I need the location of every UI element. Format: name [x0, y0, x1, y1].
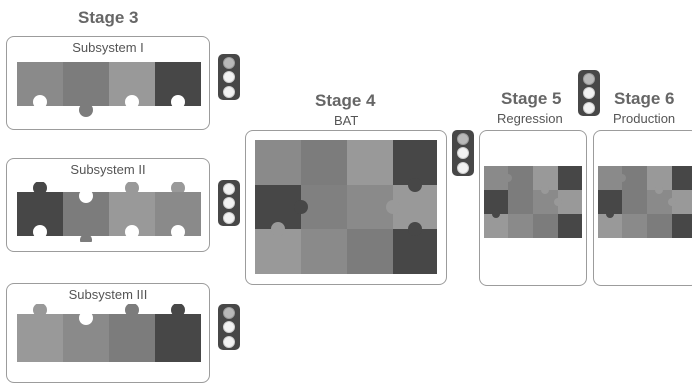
subsystem-2-puzzle-icon	[17, 182, 201, 242]
stage-4-title: Stage 4	[315, 91, 376, 110]
traffic-light-icon	[452, 130, 474, 176]
stage-5-title: Stage 5	[501, 89, 562, 108]
bulb-icon	[223, 197, 235, 209]
bulb-icon	[457, 161, 469, 174]
bulb-icon	[223, 85, 235, 98]
bulb-icon	[583, 87, 595, 99]
bulb-icon	[583, 101, 595, 114]
bulb-icon	[223, 306, 235, 319]
subsystem-2-label: Subsystem II	[70, 162, 146, 177]
traffic-light-icon	[218, 304, 240, 350]
stage-4-subtitle: BAT	[334, 113, 359, 128]
subsystem-1-puzzle-icon	[17, 62, 201, 117]
traffic-light-icon	[578, 70, 600, 116]
bulb-icon	[223, 182, 235, 195]
traffic-light-icon	[218, 180, 240, 226]
stage-5-puzzle-icon	[484, 166, 582, 238]
bulb-icon	[457, 132, 469, 145]
bulb-icon	[223, 56, 235, 69]
stage-6-subtitle: Production	[613, 111, 676, 126]
bulb-icon	[223, 211, 235, 224]
subsystem-3-puzzle-icon	[17, 304, 201, 362]
stage-6-puzzle-icon	[598, 166, 692, 238]
stage-3-title: Stage 3	[78, 8, 139, 27]
subsystem-1-label: Subsystem I	[72, 40, 144, 55]
bulb-icon	[457, 147, 469, 159]
bulb-icon	[223, 71, 235, 83]
traffic-light-icon	[218, 54, 240, 100]
stage-4-puzzle-icon	[255, 140, 437, 274]
bulb-icon	[223, 335, 235, 348]
bulb-icon	[223, 321, 235, 333]
stage-6-title: Stage 6	[614, 89, 675, 108]
bulb-icon	[583, 72, 595, 85]
stage-5-subtitle: Regression	[497, 111, 563, 126]
subsystem-3-label: Subsystem III	[68, 287, 148, 302]
